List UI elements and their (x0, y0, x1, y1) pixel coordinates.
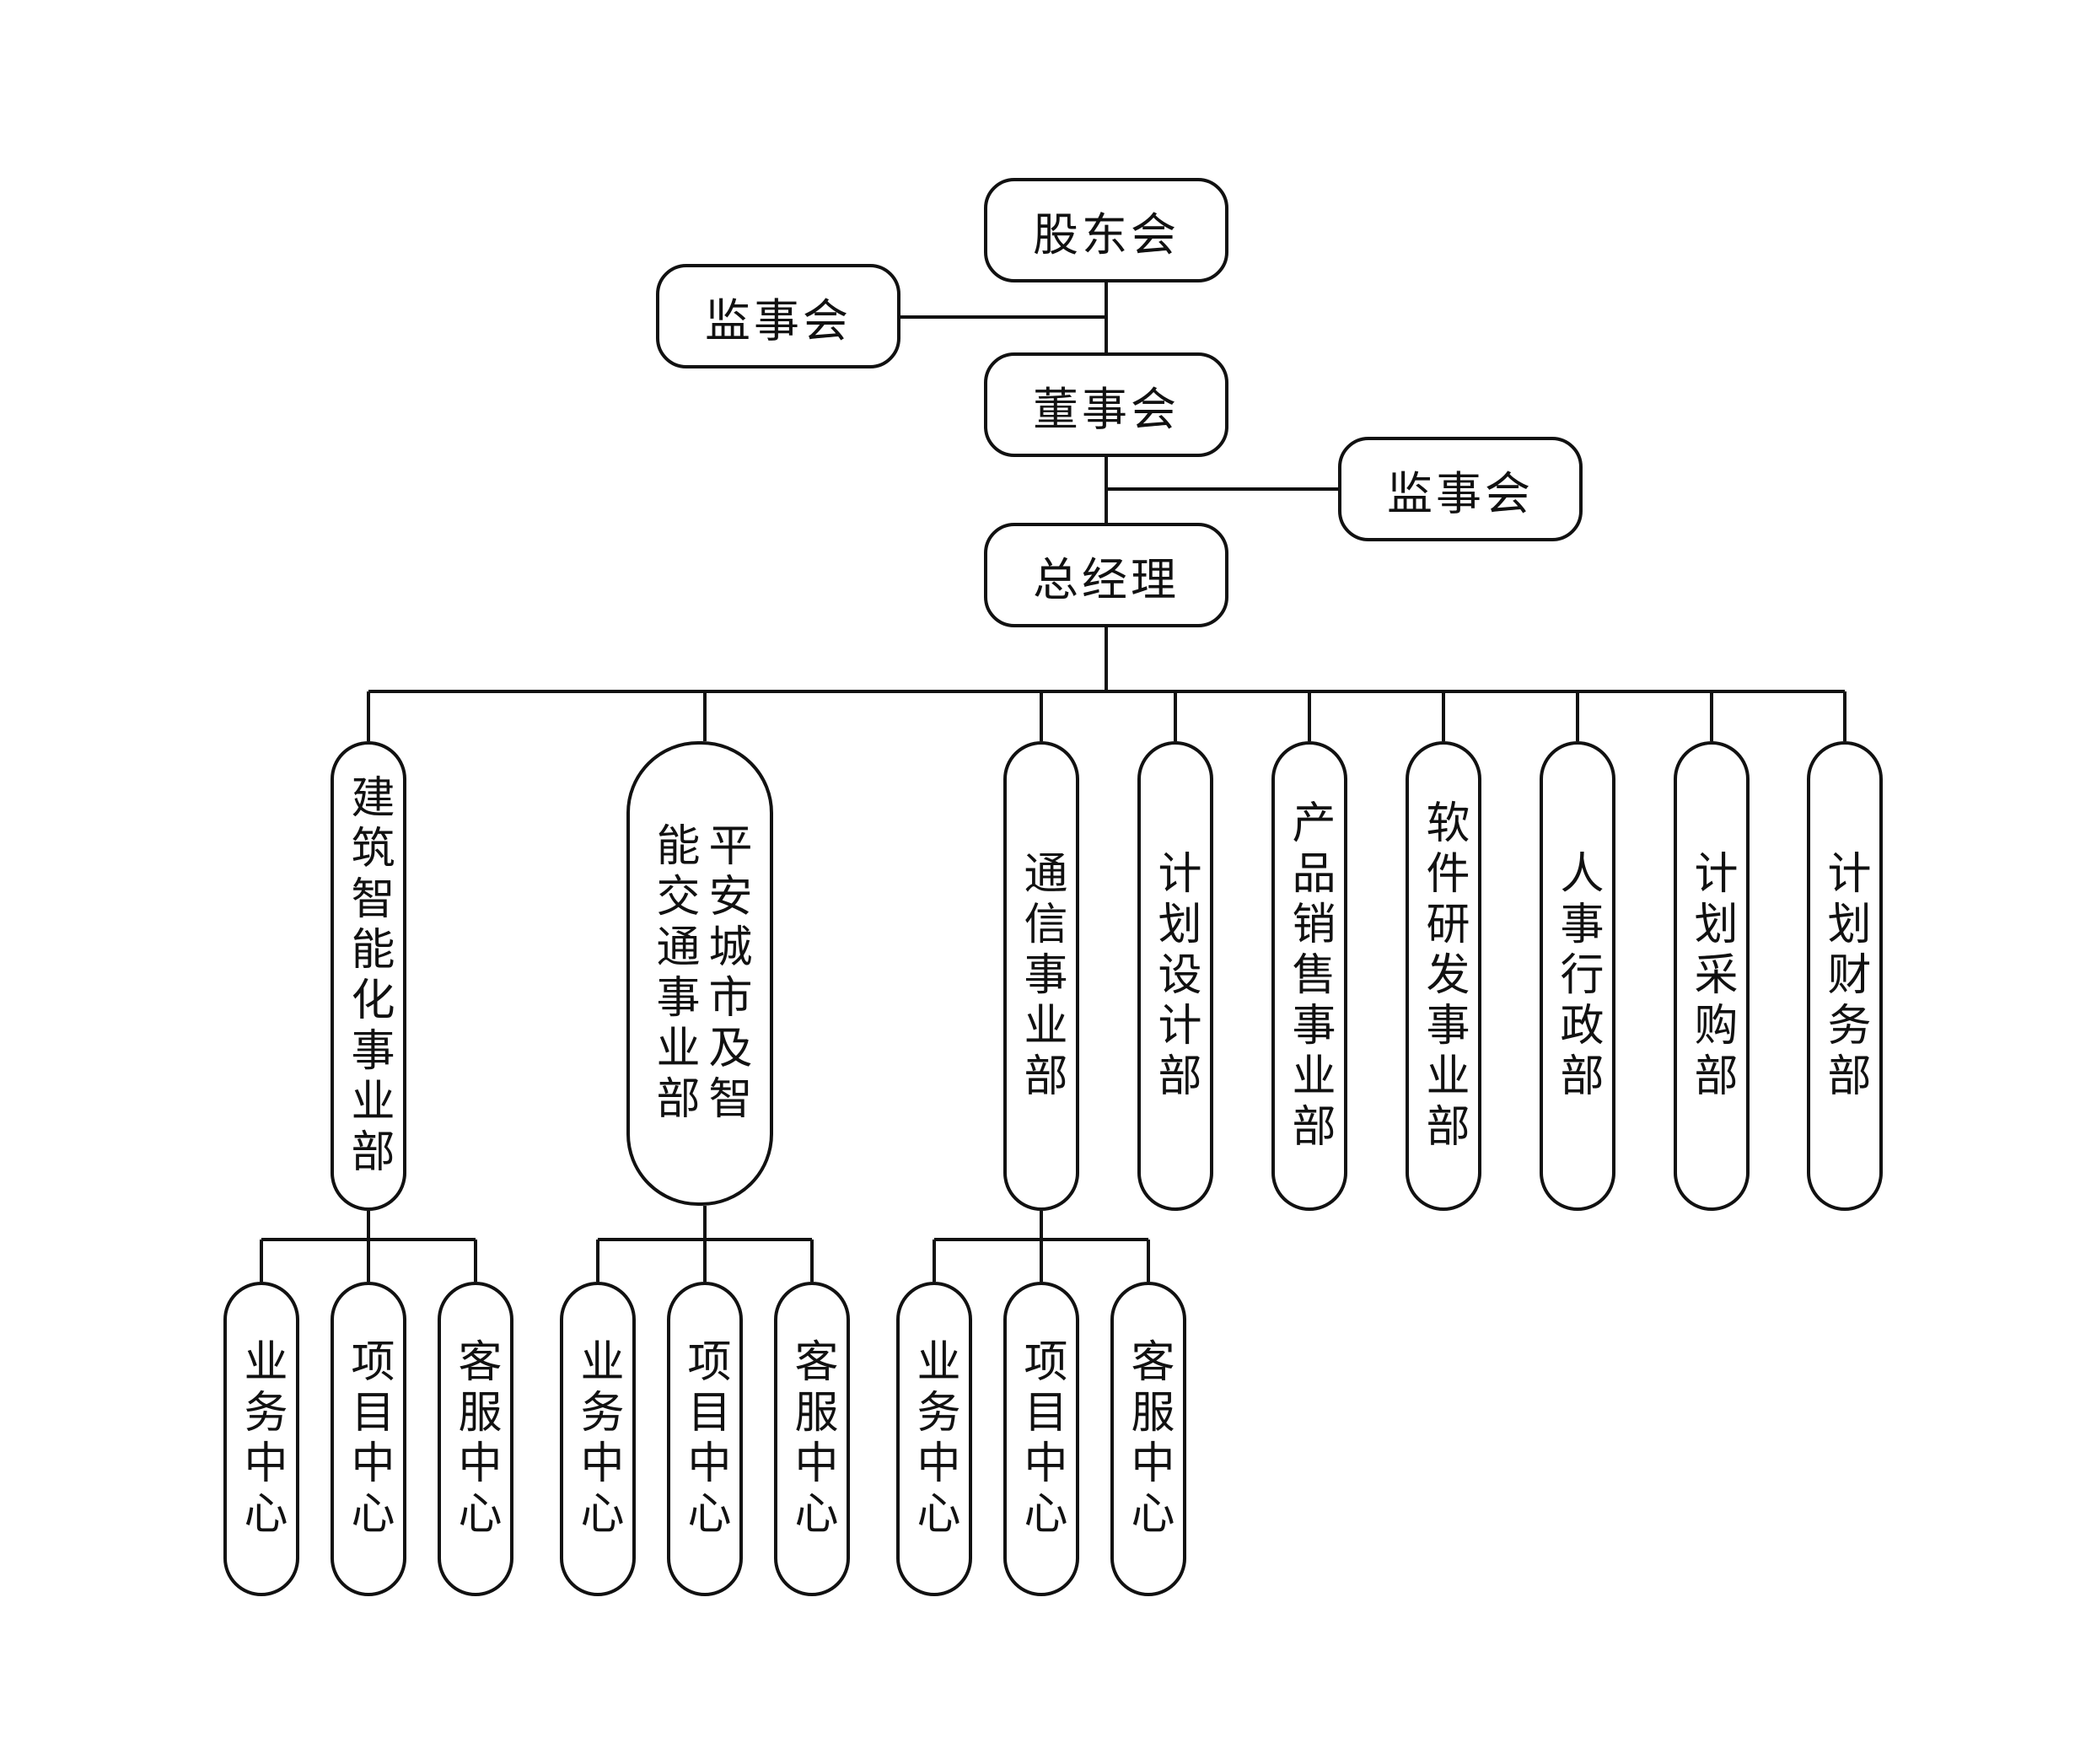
dept-label: 软件研发事业部 (1418, 799, 1469, 1154)
center-label: 业务中心 (572, 1337, 623, 1541)
center-label: 客服中心 (450, 1337, 501, 1541)
center-service-city: 客服中心 (774, 1282, 850, 1596)
supervisory-board-label-1: 监事会 (705, 293, 852, 347)
dept-planning-procurement: 计划采购部 (1674, 741, 1750, 1211)
general-manager-box: 总经理 (984, 523, 1228, 627)
board-of-directors-box: 董事会 (984, 352, 1228, 457)
dept-product-sales: 产品销售事业部 (1271, 741, 1347, 1211)
center-label: 项目中心 (343, 1337, 394, 1541)
center-label: 业务中心 (909, 1337, 959, 1541)
center-label: 项目中心 (680, 1337, 730, 1541)
center-service-comm: 客服中心 (1110, 1282, 1186, 1596)
dept-planning-design: 计划设计部 (1137, 741, 1213, 1211)
center-project-building: 项目中心 (331, 1282, 406, 1596)
shareholders-meeting-box: 股东会 (984, 178, 1228, 282)
dept-label: 建筑智能化事业部 (343, 773, 394, 1179)
center-business-city: 业务中心 (560, 1282, 636, 1596)
supervisory-board-label-2: 监事会 (1387, 466, 1534, 520)
supervisory-board-box-2: 监事会 (1338, 437, 1583, 541)
board-of-directors-label: 董事会 (1033, 382, 1180, 436)
center-label: 项目中心 (1016, 1337, 1067, 1541)
dept-label: 平安城市及智 能交通事业部 (648, 821, 751, 1126)
dept-label: 计划设计部 (1150, 849, 1201, 1103)
center-business-building: 业务中心 (223, 1282, 299, 1596)
dept-hr-admin: 人事行政部 (1540, 741, 1615, 1211)
center-service-building: 客服中心 (438, 1282, 513, 1596)
dept-label: 计划采购部 (1686, 849, 1737, 1103)
center-project-city: 项目中心 (667, 1282, 743, 1596)
dept-planning-finance: 计划财务部 (1807, 741, 1883, 1211)
dept-building-intelligence: 建筑智能化事业部 (331, 741, 406, 1211)
dept-communications: 通信事业部 (1003, 741, 1079, 1211)
dept-label: 通信事业部 (1016, 849, 1067, 1103)
center-label: 客服中心 (787, 1337, 837, 1541)
dept-label: 产品销售事业部 (1284, 799, 1335, 1154)
shareholders-meeting-label: 股东会 (1033, 207, 1180, 261)
center-project-comm: 项目中心 (1003, 1282, 1079, 1596)
center-business-comm: 业务中心 (896, 1282, 972, 1596)
dept-label: 计划财务部 (1820, 849, 1870, 1103)
general-manager-label: 总经理 (1033, 552, 1180, 606)
center-label: 客服中心 (1123, 1337, 1174, 1541)
center-label: 业务中心 (236, 1337, 287, 1541)
dept-safe-city-intelligent-transport: 平安城市及智 能交通事业部 (626, 741, 773, 1206)
supervisory-board-box-1: 监事会 (656, 264, 900, 368)
dept-label: 人事行政部 (1552, 849, 1603, 1103)
dept-software-rd: 软件研发事业部 (1406, 741, 1481, 1211)
